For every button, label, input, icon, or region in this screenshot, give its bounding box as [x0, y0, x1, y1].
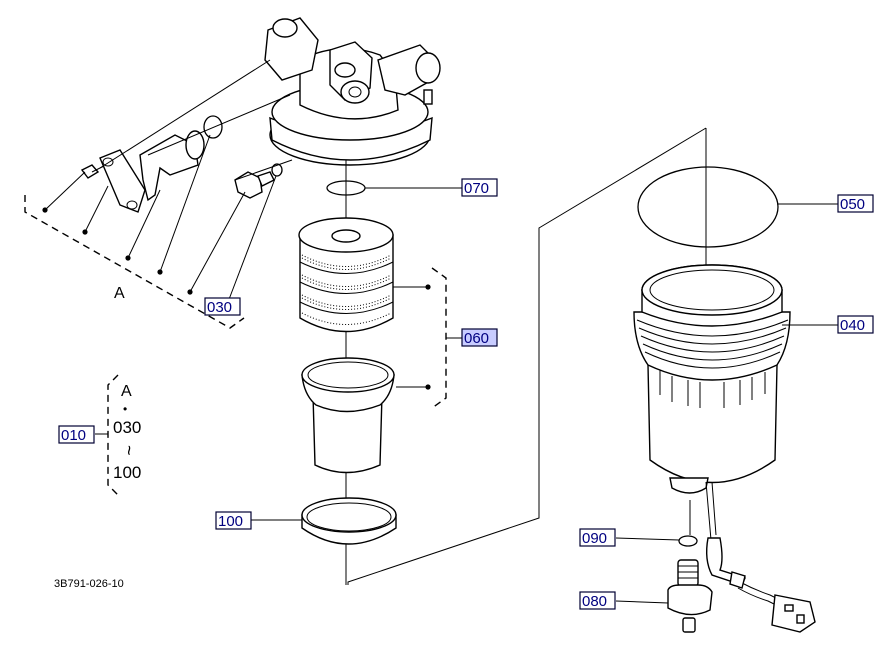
bracket-060	[393, 267, 462, 409]
callout-040[interactable]: 040	[837, 315, 874, 334]
svg-text:070: 070	[464, 180, 489, 197]
left-small-parts	[80, 115, 283, 213]
svg-text:060: 060	[464, 330, 489, 347]
sensor-wire-connector	[729, 571, 816, 633]
kit-bracket	[107, 374, 119, 496]
callout-060[interactable]: 060	[461, 328, 498, 347]
svg-text:040: 040	[840, 317, 865, 334]
group-a-leaders	[24, 59, 293, 329]
leader-090	[615, 537, 680, 541]
filter-cup	[301, 357, 395, 474]
o-ring-050	[637, 166, 779, 248]
leader-080	[615, 600, 669, 604]
filter-element-060	[298, 217, 394, 333]
svg-text:090: 090	[582, 530, 607, 547]
filter-head-assembly	[264, 17, 441, 166]
callout-050[interactable]: 050	[837, 194, 874, 213]
svg-text:080: 080	[582, 593, 607, 610]
callout-080[interactable]: 080	[579, 591, 616, 610]
sensor-080	[667, 537, 746, 633]
svg-text:030: 030	[207, 299, 232, 316]
svg-text:010: 010	[61, 427, 86, 444]
callout-030[interactable]: 030	[204, 297, 241, 316]
kit-separator: •	[123, 402, 127, 416]
callout-090[interactable]: 090	[579, 528, 616, 547]
callout-070[interactable]: 070	[461, 178, 498, 197]
drawing-number: 3B791-026-10	[54, 578, 124, 590]
svg-text:100: 100	[218, 513, 243, 530]
ring-100	[301, 497, 397, 545]
callout-010[interactable]: 010	[58, 425, 95, 444]
callout-100[interactable]: 100	[215, 511, 252, 530]
bowl-040	[633, 264, 791, 541]
assembly-link-line	[347, 127, 707, 585]
o-ring-090	[678, 535, 698, 547]
svg-text:050: 050	[840, 196, 865, 213]
kit-range-end: 100	[113, 463, 141, 482]
kit-group-letter: A	[121, 383, 132, 400]
kit-range-start: 030	[113, 418, 141, 437]
group-a-label: A	[114, 285, 125, 302]
kit-range-tilde: ~	[119, 445, 139, 456]
